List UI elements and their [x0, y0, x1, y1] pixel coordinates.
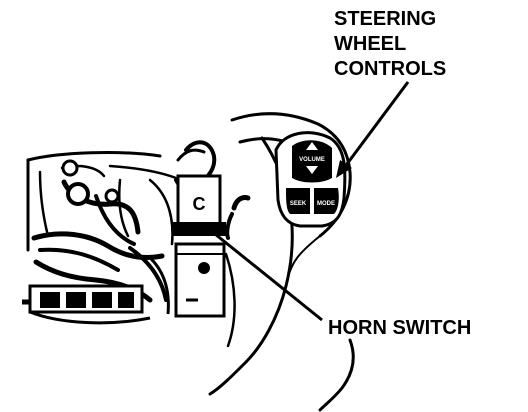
horn-switch-leader	[209, 228, 323, 322]
steering-wheel-control-pad: VOLUME SEEK MODE	[274, 131, 347, 228]
horn-switch-label: HORN SWITCH	[328, 317, 471, 339]
mode-button: MODE	[314, 188, 339, 214]
volume-up-icon	[306, 142, 318, 150]
steering-controls-line-1: STEERING	[334, 8, 436, 30]
horn-switch-housing	[174, 242, 226, 318]
callout-leaders	[200, 81, 410, 322]
steering-controls-line-3: CONTROLS	[334, 58, 446, 80]
seek-button: SEEK	[286, 188, 310, 214]
dash-bracket	[26, 151, 178, 252]
steering-controls-line-2: WHEEL	[334, 33, 406, 55]
steering-controls-arrowhead	[336, 160, 352, 178]
volume-control: VOLUME	[292, 140, 332, 183]
volume-label: VOLUME	[299, 157, 325, 163]
steering-wheel-controls-label: STEERING WHEEL CONTROLS	[334, 8, 446, 80]
steering-controls-leader	[342, 81, 410, 169]
horn-switch-arrowhead	[200, 222, 218, 236]
lower-connector-pack	[22, 254, 170, 325]
mode-button-label: MODE	[317, 201, 335, 207]
seek-button-label: SEEK	[290, 201, 307, 207]
volume-down-icon	[306, 166, 318, 174]
connector-letter: C	[193, 194, 206, 214]
